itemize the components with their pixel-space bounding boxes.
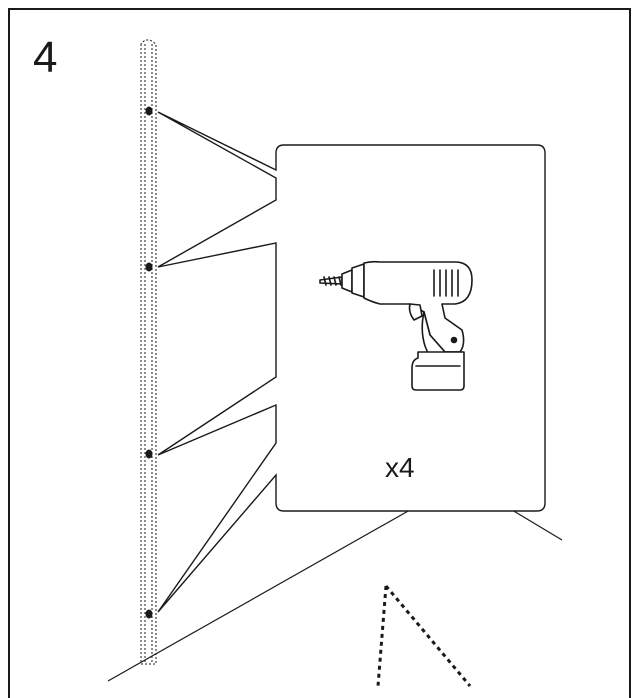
step-frame — [8, 8, 631, 698]
power-drill-icon — [319, 260, 473, 391]
dotted-panel-edge — [376, 585, 472, 687]
floor-lines — [107, 509, 563, 682]
callout-box — [157, 111, 546, 613]
step-number: 4 — [33, 33, 58, 82]
quantity-label: x4 — [385, 452, 415, 483]
wall-rail — [140, 39, 157, 665]
screw-holes — [145, 106, 153, 619]
